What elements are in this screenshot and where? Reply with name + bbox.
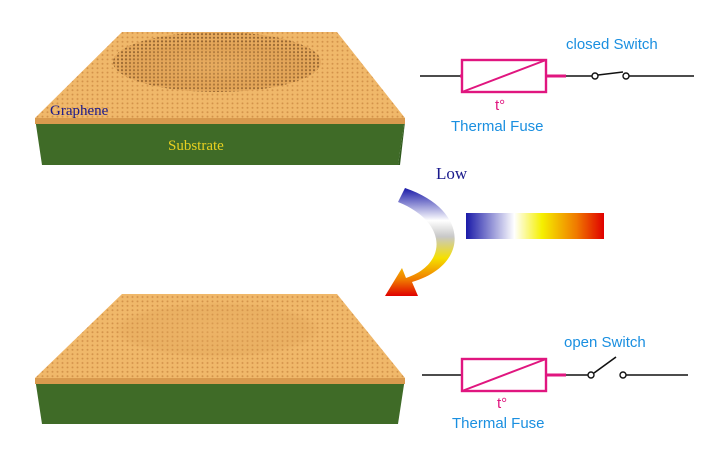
- thermal-fuse-label-bottom: Thermal Fuse: [452, 415, 545, 432]
- fuse-temp-label-top: t°: [495, 97, 505, 114]
- switch-icon: [591, 71, 630, 80]
- graphene-edge-bottom: [35, 378, 405, 384]
- substrate-side-top: [398, 118, 405, 165]
- thermal-fuse-label-top: Thermal Fuse: [451, 118, 544, 135]
- graphene-slab-bottom: [35, 294, 405, 424]
- fuse-temp-label-bottom: t°: [497, 395, 507, 412]
- thermal-fuse-icon: [460, 357, 548, 393]
- circuit-closed: [420, 58, 694, 94]
- graphene-edge-top: [35, 118, 405, 124]
- switch-icon: [587, 356, 627, 379]
- thermal-fuse-icon: [460, 58, 548, 94]
- curved-arrow-icon: [385, 188, 455, 296]
- low-label: Low: [436, 164, 468, 183]
- graphene-flattened-bubble: [113, 302, 321, 358]
- substrate-label-top: Substrate: [168, 138, 224, 154]
- circuit-open: [422, 356, 688, 393]
- graphene-label-top: Graphene: [50, 103, 109, 119]
- temperature-color-scale: [466, 213, 604, 239]
- graphene-slab-top: [35, 32, 405, 165]
- substrate-front-bottom: [35, 378, 405, 424]
- substrate-front-top: [35, 118, 405, 165]
- closed-switch-label: closed Switch: [566, 36, 658, 53]
- open-switch-label: open Switch: [564, 334, 646, 351]
